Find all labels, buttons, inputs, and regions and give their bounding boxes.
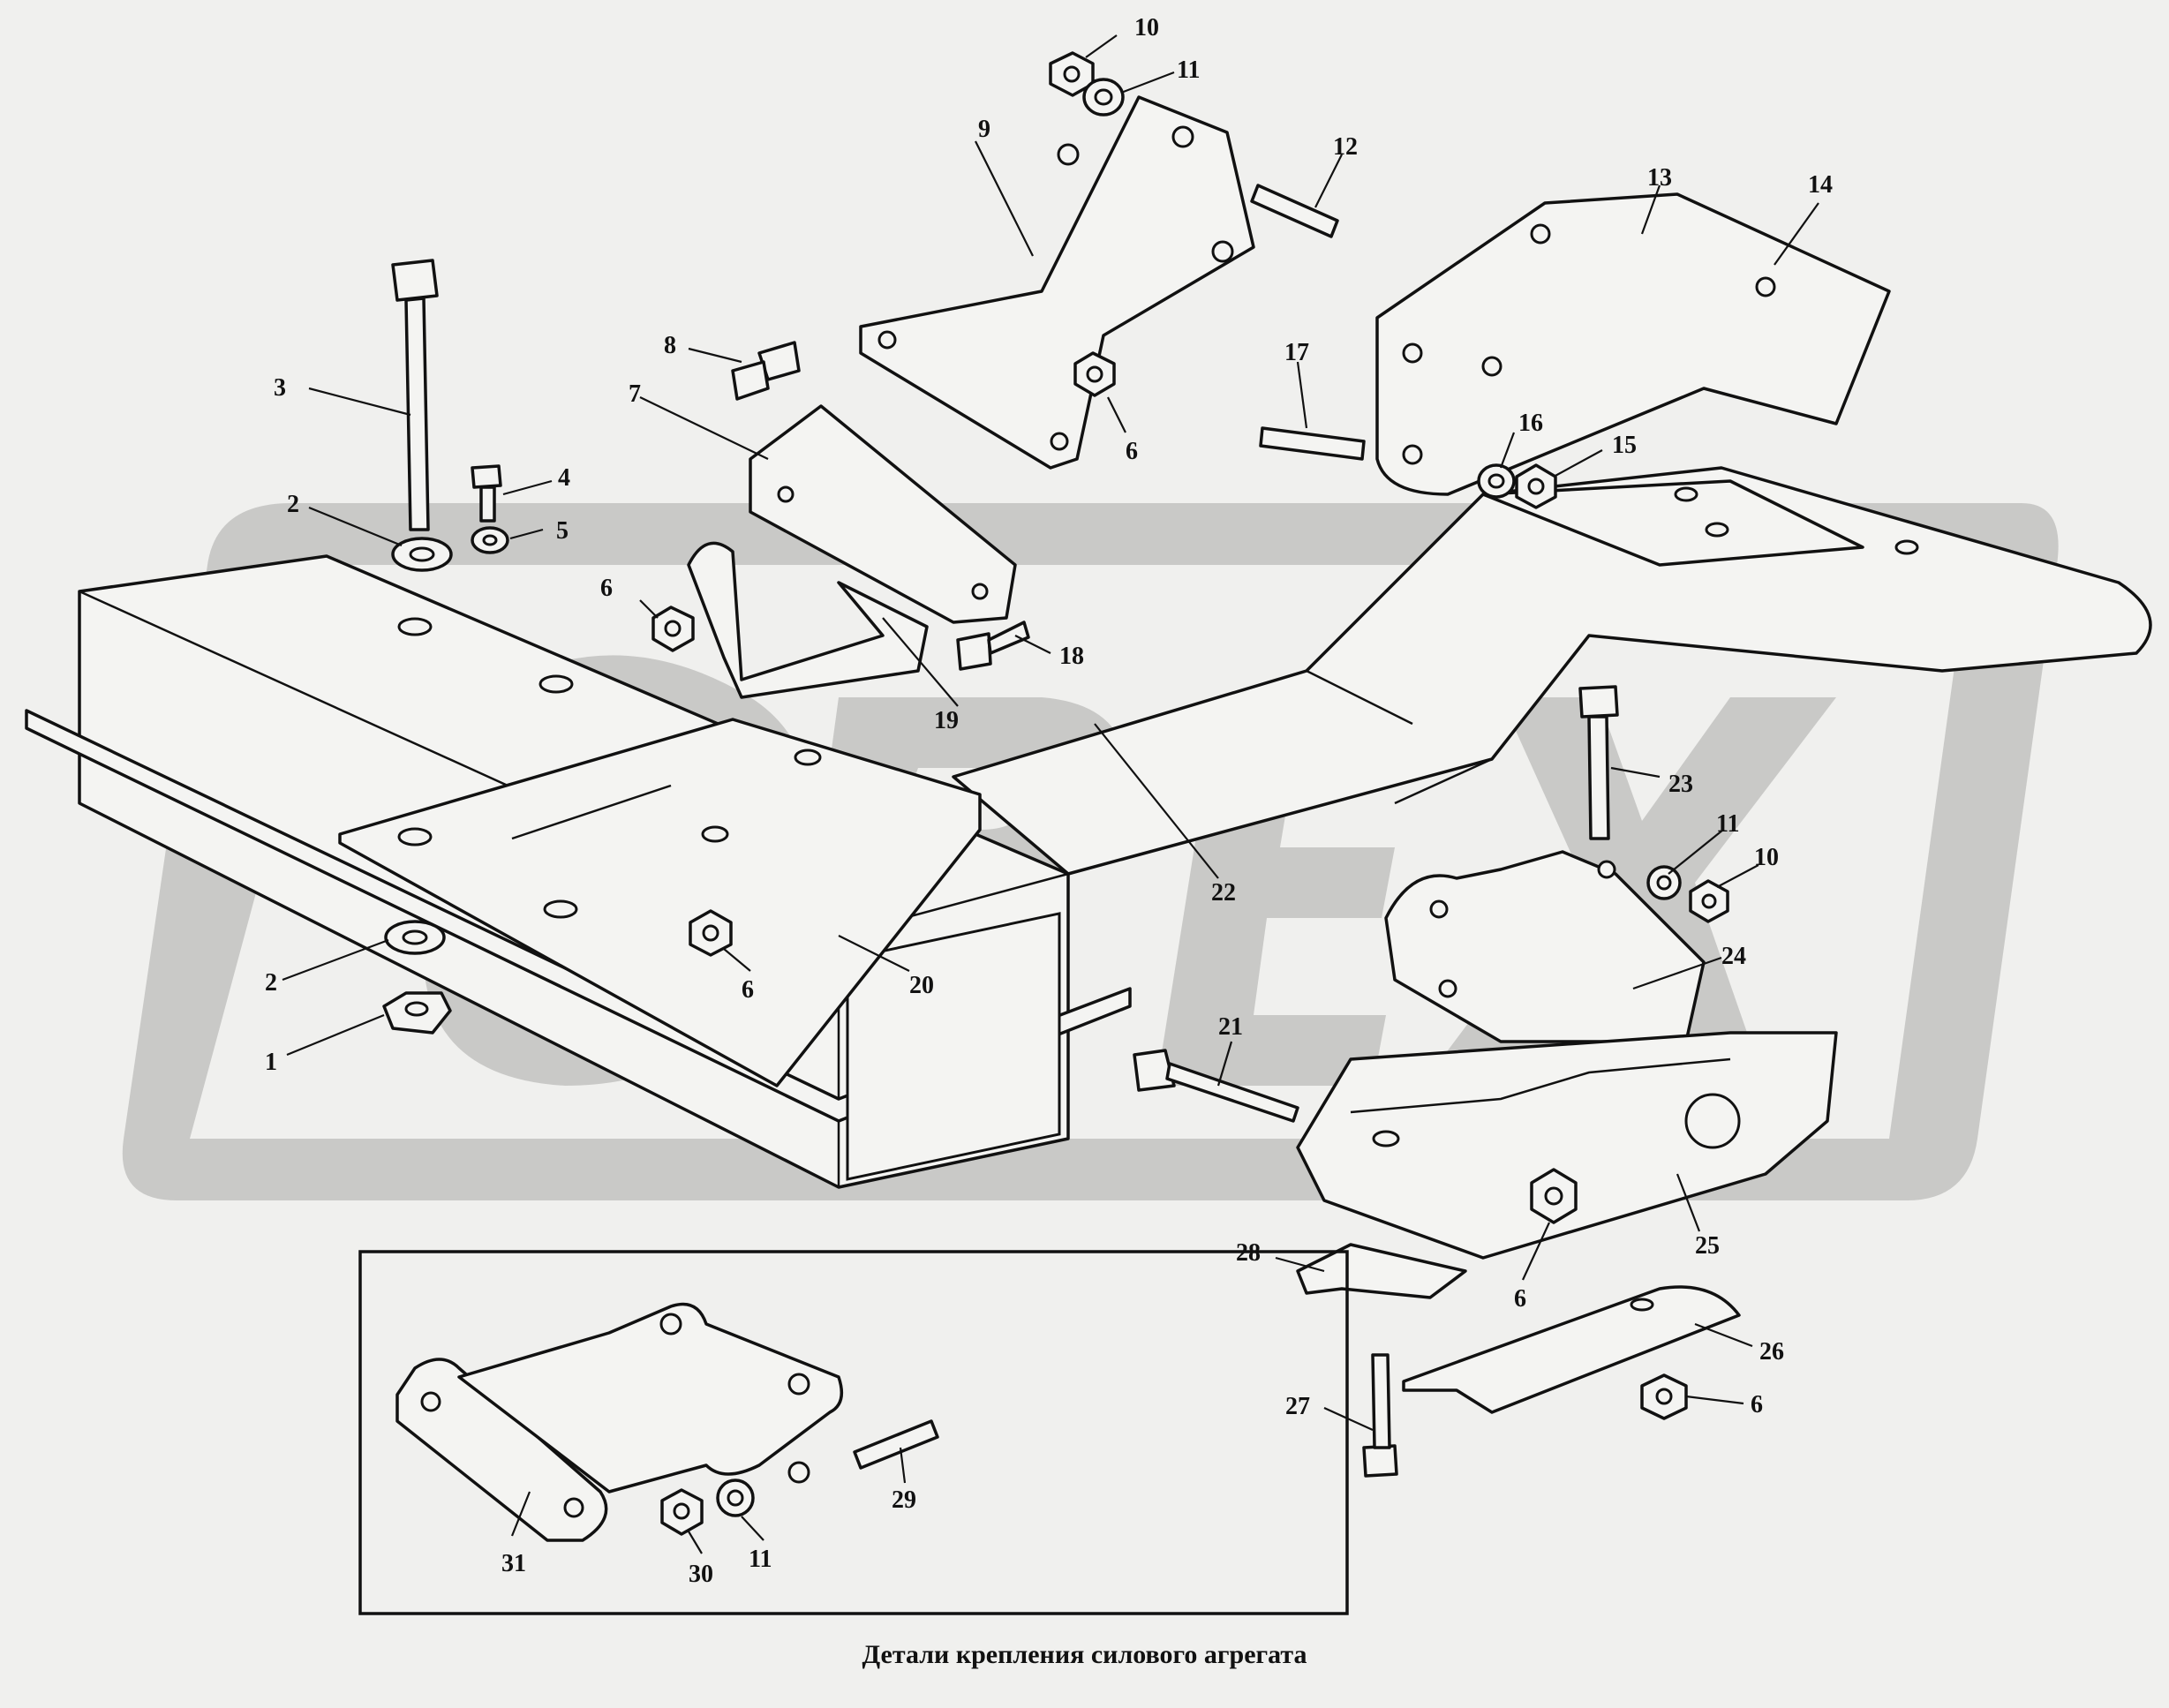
bracket-20	[338, 718, 982, 1087]
callout-1: 1	[265, 1049, 277, 1076]
washer-16	[1477, 463, 1516, 499]
bolt-23	[1578, 685, 1619, 840]
washer-2-bottom	[384, 920, 446, 955]
nut-6-19	[651, 606, 695, 652]
callout-labels: 1 2 2 3 4 5 6 6 6 6 6 7 8 9 10 10 11 11 …	[265, 14, 1833, 1588]
leader-lines	[282, 34, 1819, 1554]
inset-frame	[358, 1250, 1349, 1615]
callout-20: 20	[909, 972, 934, 999]
bracket-24	[1384, 850, 1706, 1043]
callout-6-20: 6	[742, 976, 754, 1004]
bracket-9	[859, 95, 1255, 470]
callout-30: 30	[689, 1561, 713, 1588]
callout-11-right: 11	[1716, 810, 1739, 838]
callout-17: 17	[1284, 339, 1309, 366]
plate-26	[1402, 1285, 1741, 1414]
callout-13: 13	[1647, 164, 1672, 192]
callout-12: 12	[1333, 133, 1358, 161]
callout-9: 9	[978, 116, 990, 143]
bracket-13	[1375, 192, 1891, 496]
washer-5	[471, 526, 509, 554]
callout-24: 24	[1721, 943, 1746, 970]
callout-26: 26	[1759, 1338, 1784, 1366]
stud-17	[1259, 426, 1366, 461]
bracket-19	[687, 541, 929, 699]
callout-16: 16	[1518, 410, 1543, 437]
callout-4: 4	[558, 464, 570, 492]
diagram-caption: Детали крепления силового агрегата	[862, 1640, 1307, 1669]
bolt-18	[956, 621, 1030, 671]
callout-22: 22	[1211, 879, 1236, 907]
callout-5: 5	[556, 517, 569, 545]
callout-6-26: 6	[1751, 1391, 1763, 1418]
callout-14: 14	[1808, 171, 1833, 199]
bolt-8	[731, 341, 801, 401]
bolt-4	[471, 464, 502, 523]
nut-15	[1515, 463, 1557, 509]
nut-10-right	[1689, 879, 1729, 923]
callout-10-right: 10	[1754, 844, 1779, 871]
washer-11-right	[1646, 865, 1682, 900]
bracket-7	[749, 404, 1017, 624]
callout-6-25: 6	[1514, 1285, 1526, 1313]
callout-31: 31	[501, 1550, 526, 1577]
nut-1	[382, 991, 452, 1035]
callout-6-9: 6	[1126, 438, 1138, 465]
callout-23: 23	[1668, 771, 1693, 798]
callout-27: 27	[1285, 1393, 1310, 1420]
callout-2-bottom: 2	[265, 969, 277, 997]
callout-11-top: 11	[1177, 56, 1200, 84]
stud-12	[1250, 184, 1339, 238]
nut-6-26	[1640, 1373, 1688, 1420]
nut-6-25	[1530, 1168, 1578, 1224]
callout-29: 29	[892, 1486, 916, 1514]
washer-2-top	[391, 537, 453, 572]
bolt-21	[1133, 1049, 1299, 1123]
callout-10-top: 10	[1134, 14, 1159, 41]
callout-3: 3	[274, 374, 286, 402]
callout-15: 15	[1612, 432, 1637, 459]
callout-18: 18	[1059, 643, 1084, 670]
callout-19: 19	[934, 707, 959, 734]
callout-21: 21	[1218, 1013, 1243, 1041]
callout-7: 7	[629, 380, 641, 408]
bracket-25	[1296, 1031, 1838, 1260]
callout-25: 25	[1695, 1232, 1720, 1260]
callout-11-inset: 11	[749, 1546, 772, 1573]
bolt-27	[1362, 1353, 1398, 1478]
bolt-3	[391, 259, 439, 531]
callout-8: 8	[664, 332, 676, 359]
bracket-22	[952, 466, 2152, 876]
callout-2-top: 2	[287, 491, 299, 518]
nut-6-9	[1073, 351, 1116, 397]
plate-28	[1296, 1243, 1467, 1299]
washer-11-top	[1082, 78, 1125, 117]
callout-28: 28	[1236, 1239, 1261, 1267]
callout-6-19: 6	[600, 575, 613, 602]
nut-6-20	[689, 909, 733, 957]
